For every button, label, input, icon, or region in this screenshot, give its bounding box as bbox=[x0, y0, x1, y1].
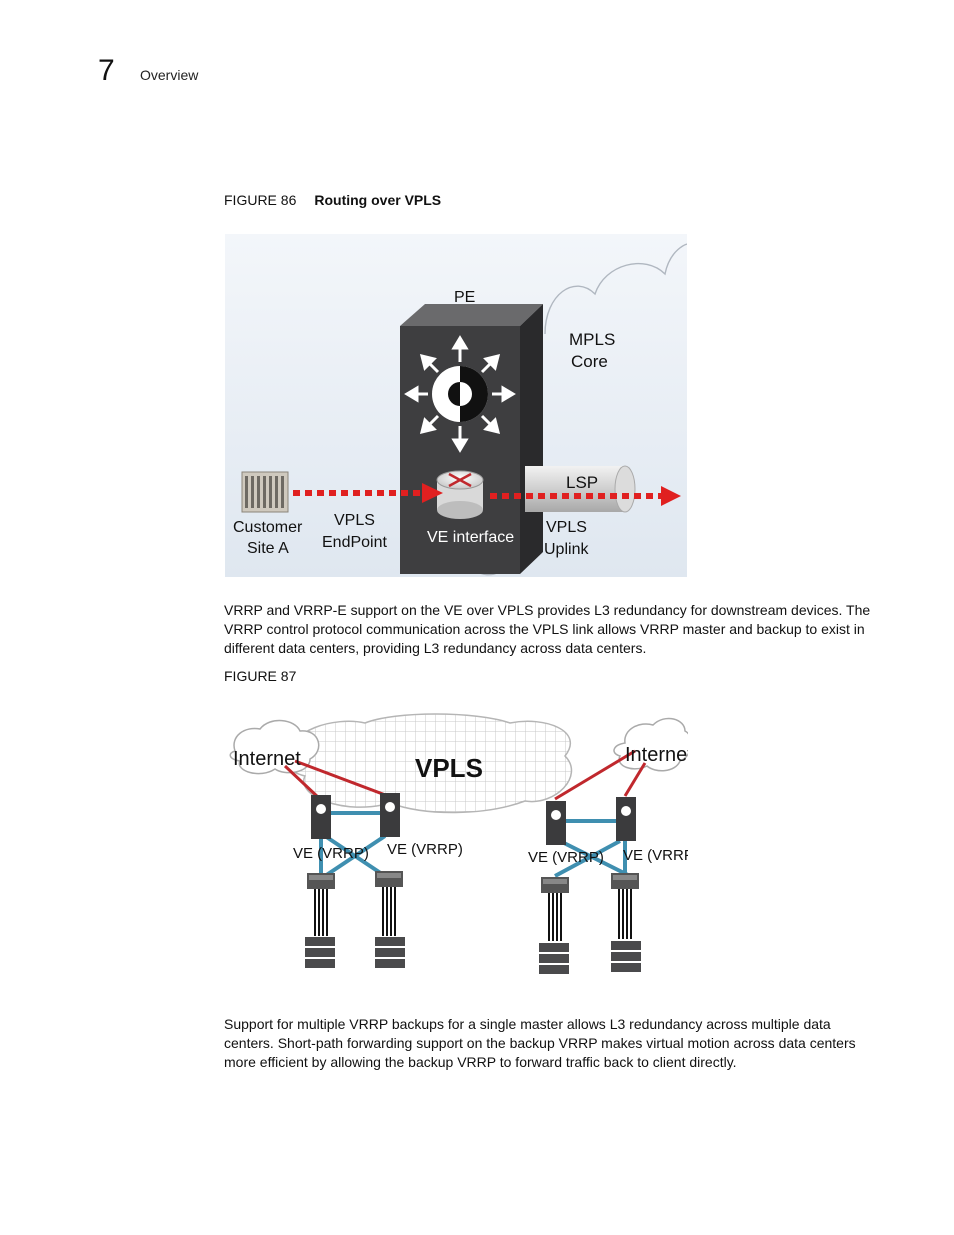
figure-86-title: Routing over VPLS bbox=[314, 192, 442, 208]
paragraph-vrrp-backups: Support for multiple VRRP backups for a … bbox=[224, 1016, 856, 1070]
router-icon bbox=[436, 470, 484, 519]
ve-vrrp-label-3: VE (VRRP) bbox=[528, 849, 604, 866]
vpls-flow-arrow-right-head bbox=[661, 486, 681, 506]
server-stack-1 bbox=[305, 937, 335, 968]
internet-link-left-2 bbox=[294, 759, 389, 798]
customer-building-icon bbox=[241, 471, 289, 513]
server-stack-3 bbox=[539, 943, 569, 974]
figure-86-caption: FIGURE 86 Routing over VPLS bbox=[224, 192, 441, 208]
chapter-number: 7 bbox=[98, 54, 115, 87]
vpls-endpoint-label-line1: VPLS bbox=[334, 512, 375, 529]
internet-link-right-2 bbox=[623, 762, 647, 797]
internet-label-right: Internet bbox=[625, 744, 688, 766]
vrrp-switch-2 bbox=[380, 793, 400, 837]
mpls-cloud-outline bbox=[544, 243, 687, 335]
mpls-label-line2: Core bbox=[571, 352, 608, 371]
vpls-flow-arrow-left-head bbox=[422, 483, 443, 503]
customer-label-line2: Site A bbox=[247, 540, 289, 557]
figure-86-diagram: PE MPLS Core LSP Customer Site A VPLS En… bbox=[225, 234, 687, 577]
ve-vrrp-label-1: VE (VRRP) bbox=[293, 845, 369, 862]
vpls-cloud-label: VPLS bbox=[415, 753, 483, 783]
ve-interface-label: VE interface bbox=[427, 529, 514, 546]
lsp-label: LSP bbox=[566, 473, 598, 492]
internet-label-left: Internet bbox=[233, 748, 301, 770]
paragraph-vrrp-support: VRRP and VRRP-E support on the VE over V… bbox=[224, 602, 871, 656]
vrrp-switch-3 bbox=[546, 801, 566, 845]
access-switch-3 bbox=[541, 877, 569, 893]
vrrp-link-right-cross1 bbox=[559, 839, 631, 878]
ve-vrrp-label-4: VE (VRRP) bbox=[623, 847, 688, 864]
access-switch-1 bbox=[307, 873, 335, 889]
internet-link-right-1 bbox=[554, 749, 636, 801]
vrrp-switch-4 bbox=[616, 797, 636, 841]
pe-tower-top bbox=[400, 304, 543, 326]
figure-86-label: FIGURE 86 bbox=[224, 192, 297, 208]
running-header-title: Overview bbox=[140, 67, 199, 83]
figure-87-label: FIGURE 87 bbox=[224, 668, 297, 684]
ve-vrrp-label-2: VE (VRRP) bbox=[387, 841, 463, 858]
server-stack-4 bbox=[611, 941, 641, 972]
vpls-endpoint-label-line2: EndPoint bbox=[322, 534, 387, 551]
vrrp-link-left-cross2 bbox=[323, 834, 387, 878]
lsp-pipe bbox=[525, 465, 636, 513]
internet-link-left-1 bbox=[283, 764, 322, 801]
switch-symbol-icon bbox=[404, 335, 516, 453]
pe-tower-side bbox=[520, 304, 543, 574]
vrrp-link-right-cross2 bbox=[554, 839, 621, 878]
internet-cloud-right bbox=[613, 717, 688, 772]
figure-87-diagram: Internet Internet VPLS VE (VRRP) VE (VRR… bbox=[229, 713, 688, 974]
mpls-label-line1: MPLS bbox=[569, 330, 615, 349]
access-switch-4 bbox=[611, 873, 639, 889]
vpls-uplink-label-line1: VPLS bbox=[546, 519, 587, 536]
pe-label: PE bbox=[454, 289, 475, 306]
server-stack-2 bbox=[375, 937, 405, 968]
vpls-uplink-label-line2: Uplink bbox=[544, 541, 589, 558]
figure-87-caption: FIGURE 87 bbox=[224, 668, 296, 684]
vrrp-switch-1 bbox=[311, 795, 331, 839]
access-switch-2 bbox=[375, 871, 403, 887]
customer-label-line1: Customer bbox=[233, 519, 303, 536]
